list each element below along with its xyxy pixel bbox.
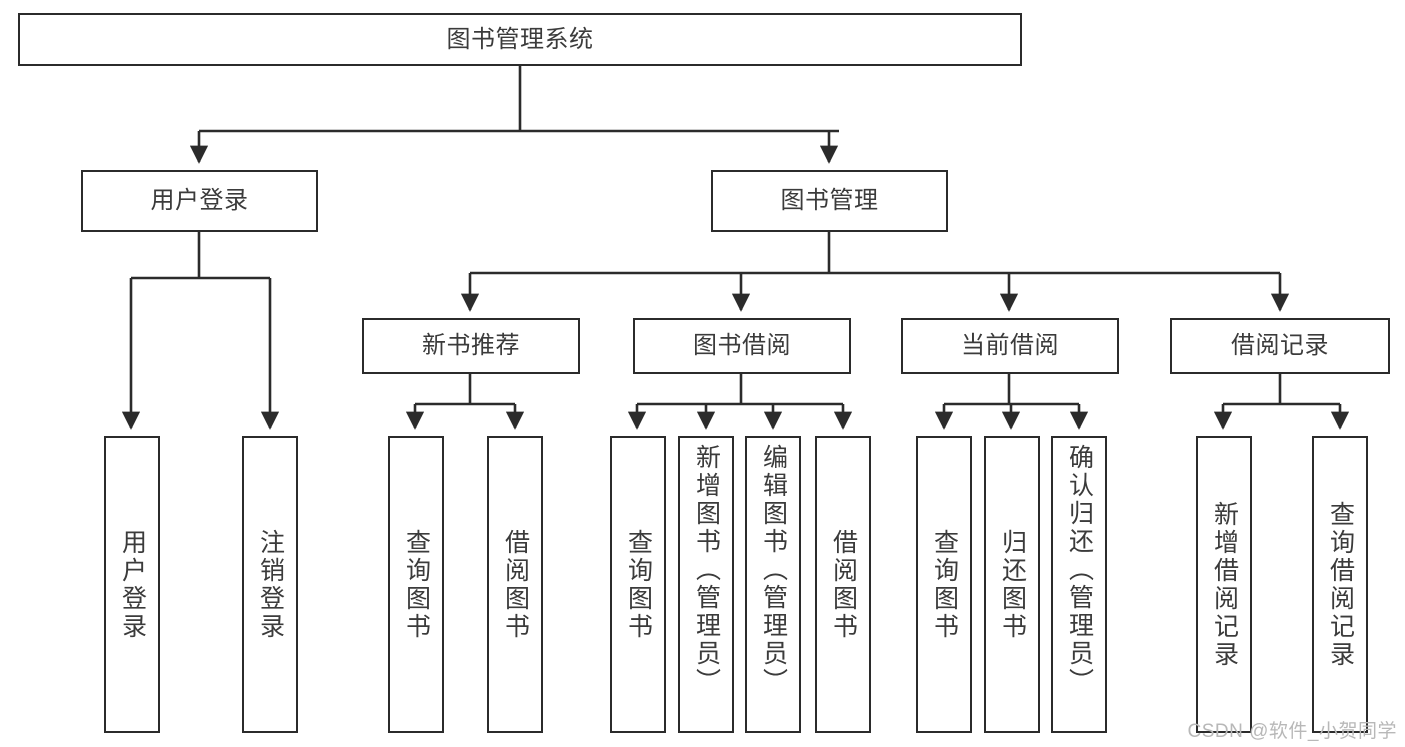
node-label: 借阅图书 bbox=[829, 528, 858, 641]
node-label: 用户登录 bbox=[118, 528, 147, 641]
node-borrow-record[interactable]: 借阅记录 bbox=[1170, 318, 1390, 374]
node-leaf-borrow-book[interactable]: 借阅图书 bbox=[815, 436, 871, 733]
node-label: 归还图书 bbox=[998, 528, 1027, 641]
node-leaf-confirm-return-admin[interactable]: 确认归还（管理员） bbox=[1051, 436, 1107, 733]
node-label: 注销登录 bbox=[256, 528, 285, 641]
node-leaf-user-login[interactable]: 用户登录 bbox=[104, 436, 160, 733]
node-book-borrow[interactable]: 图书借阅 bbox=[633, 318, 851, 374]
node-label: 用户登录 bbox=[150, 187, 249, 215]
node-leaf-query-borrow-record[interactable]: 查询借阅记录 bbox=[1312, 436, 1368, 733]
node-label: 图书管理系统 bbox=[446, 25, 594, 53]
node-leaf-query-book-current[interactable]: 查询图书 bbox=[916, 436, 972, 733]
node-leaf-add-book-admin[interactable]: 新增图书（管理员） bbox=[678, 436, 734, 733]
node-label: 查询图书 bbox=[402, 528, 431, 641]
node-leaf-query-book-borrow[interactable]: 查询图书 bbox=[610, 436, 666, 733]
node-label: 新增图书（管理员） bbox=[692, 444, 721, 696]
node-new-book-recommend[interactable]: 新书推荐 bbox=[362, 318, 580, 374]
node-user-login[interactable]: 用户登录 bbox=[81, 170, 318, 232]
node-book-management[interactable]: 图书管理 bbox=[711, 170, 948, 232]
node-label: 图书借阅 bbox=[693, 332, 791, 360]
node-label: 当前借阅 bbox=[961, 332, 1059, 360]
node-current-borrow[interactable]: 当前借阅 bbox=[901, 318, 1119, 374]
watermark-text: CSDN @软件_小贺同学 bbox=[1187, 721, 1397, 742]
node-leaf-add-borrow-record[interactable]: 新增借阅记录 bbox=[1196, 436, 1252, 733]
node-leaf-logout[interactable]: 注销登录 bbox=[242, 436, 298, 733]
node-label: 新增借阅记录 bbox=[1210, 500, 1239, 669]
node-leaf-edit-book-admin[interactable]: 编辑图书（管理员） bbox=[745, 436, 801, 733]
node-leaf-query-book-recommend[interactable]: 查询图书 bbox=[388, 436, 444, 733]
node-leaf-return-book[interactable]: 归还图书 bbox=[984, 436, 1040, 733]
node-label: 确认归还（管理员） bbox=[1065, 444, 1094, 696]
node-root-book-management-system[interactable]: 图书管理系统 bbox=[18, 13, 1022, 66]
node-label: 编辑图书（管理员） bbox=[759, 444, 788, 696]
node-label: 借阅记录 bbox=[1231, 332, 1329, 360]
node-label: 查询图书 bbox=[930, 528, 959, 641]
node-leaf-borrow-book-recommend[interactable]: 借阅图书 bbox=[487, 436, 543, 733]
node-label: 借阅图书 bbox=[501, 528, 530, 641]
node-label: 图书管理 bbox=[780, 187, 879, 215]
node-label: 查询借阅记录 bbox=[1326, 500, 1355, 669]
node-label: 新书推荐 bbox=[422, 332, 520, 360]
node-label: 查询图书 bbox=[624, 528, 653, 641]
